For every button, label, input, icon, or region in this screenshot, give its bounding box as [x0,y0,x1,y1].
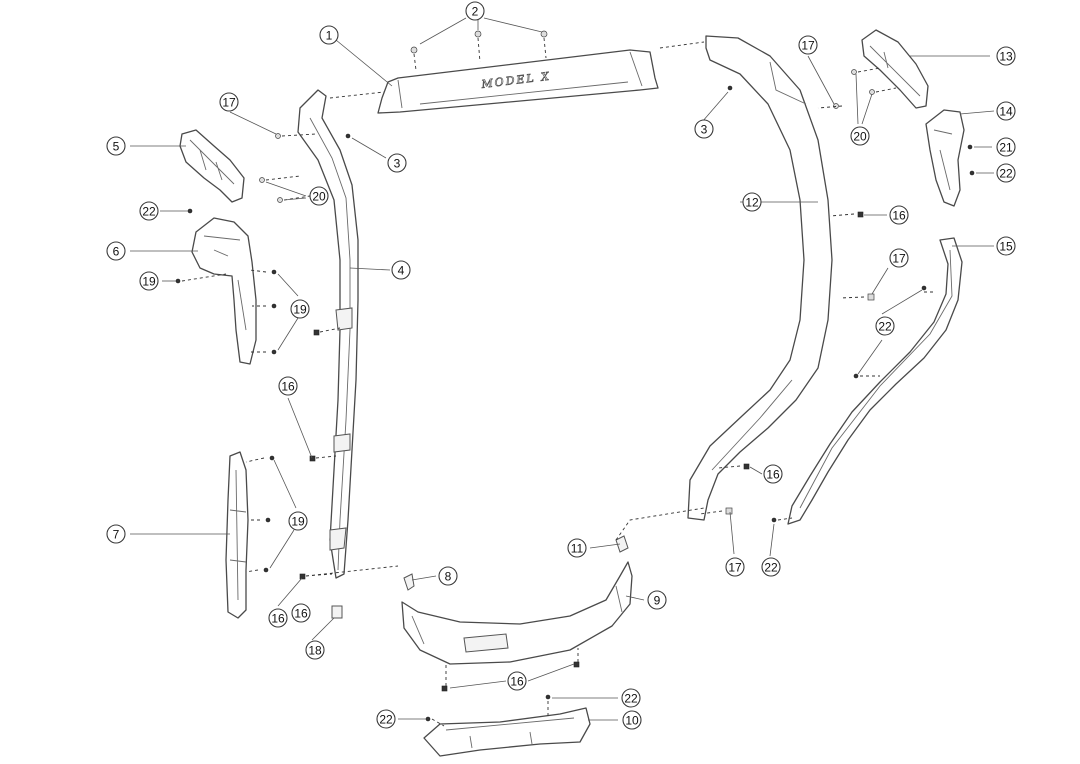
callout-number: 10 [625,714,639,728]
right-mid-bracket-part [925,109,965,207]
callout-22: 22 [875,316,895,336]
callout-number: 13 [999,50,1013,64]
lower-sill-trim-part [401,561,633,665]
callout-number: 16 [271,612,285,626]
callout-14: 14 [996,101,1016,121]
callout-12: 12 [742,192,762,212]
lower-bracket-part [423,707,591,757]
left-pillar-trim-part [297,89,359,579]
left-lower-bracket-part [225,451,249,619]
callout-number: 2 [472,5,479,19]
assembly-lines [181,37,936,727]
callout-18: 18 [305,640,325,660]
callout-number: 17 [222,96,236,110]
callout-17: 17 [219,92,239,112]
callout-20: 20 [850,126,870,146]
callout-number: 19 [291,515,305,529]
callout-3: 3 [387,153,407,173]
header-trim-part: MODEL X [377,49,659,114]
callout-number: 3 [394,157,401,171]
callout-number: 11 [571,542,584,556]
fasteners [175,30,975,722]
callout-number: 8 [445,570,452,584]
callout-number: 4 [398,264,405,278]
callout-6: 6 [106,241,126,261]
callout-19: 19 [139,271,159,291]
callout-number: 22 [878,320,892,334]
callout-number: 22 [379,713,393,727]
callout-17: 17 [725,557,745,577]
callout-number: 15 [999,240,1013,254]
callout-number: 17 [801,39,815,53]
callout-22: 22 [139,201,159,221]
callout-number: 16 [510,675,524,689]
callout-11: 11 [567,538,587,558]
callout-number: 19 [293,303,307,317]
callout-number: 22 [624,692,638,706]
callout-number: 19 [142,275,156,289]
callout-number: 20 [853,130,867,144]
callout-number: 12 [745,196,759,210]
callout-22: 22 [621,688,641,708]
right-upper-bracket-part [861,29,929,109]
callout-4: 4 [391,260,411,280]
left-upper-bracket-part [179,129,245,203]
callout-8: 8 [438,566,458,586]
callout-number: 14 [999,105,1013,119]
callout-number: 20 [312,190,326,204]
callout-19: 19 [288,511,308,531]
callout-22: 22 [376,709,396,729]
right-pillar-trim-part [687,35,833,521]
callout-17: 17 [889,248,909,268]
callout-number: 22 [764,561,778,575]
callout-number: 5 [113,140,120,154]
callout-1: 1 [319,25,339,45]
callout-number: 17 [892,252,906,266]
callout-10: 10 [622,710,642,730]
callout-16: 16 [889,205,909,225]
callout-number: 16 [766,468,780,482]
callout-number: 1 [326,29,333,43]
callout-number: 17 [728,561,742,575]
callout-16: 16 [763,464,783,484]
callout-9: 9 [647,590,667,610]
callout-number: 3 [701,123,708,137]
callout-21: 21 [996,137,1016,157]
clip-part-11 [615,535,629,553]
callout-13: 13 [996,46,1016,66]
callout-19: 19 [290,299,310,319]
callout-16: 16 [278,376,298,396]
callout-7: 7 [106,524,126,544]
callout-number: 16 [892,209,906,223]
clip-part-18 [331,605,343,619]
callout-22: 22 [761,557,781,577]
callout-number: 6 [113,245,120,259]
callout-number: 16 [281,380,295,394]
leader-lines [130,17,995,721]
callout-number: 18 [308,644,322,658]
left-mid-bracket-part [191,217,257,365]
callout-16: 16 [268,608,288,628]
clip-part-8 [403,573,415,591]
callout-number: 9 [654,594,661,608]
callout-number: 22 [142,205,156,219]
callout-5: 5 [106,136,126,156]
right-lower-bracket-part [787,237,963,525]
callout-20: 20 [309,186,329,206]
callout-15: 15 [996,236,1016,256]
callout-number: 21 [999,141,1013,155]
callout-3: 3 [694,119,714,139]
callout-2: 2 [465,1,485,21]
callout-17: 17 [798,35,818,55]
callout-number: 7 [113,528,120,542]
callout-number: 22 [999,167,1013,181]
callout-number: 16 [294,607,308,621]
callout-16: 16 [291,603,311,623]
callout-22: 22 [996,163,1016,183]
callout-16: 16 [507,671,527,691]
